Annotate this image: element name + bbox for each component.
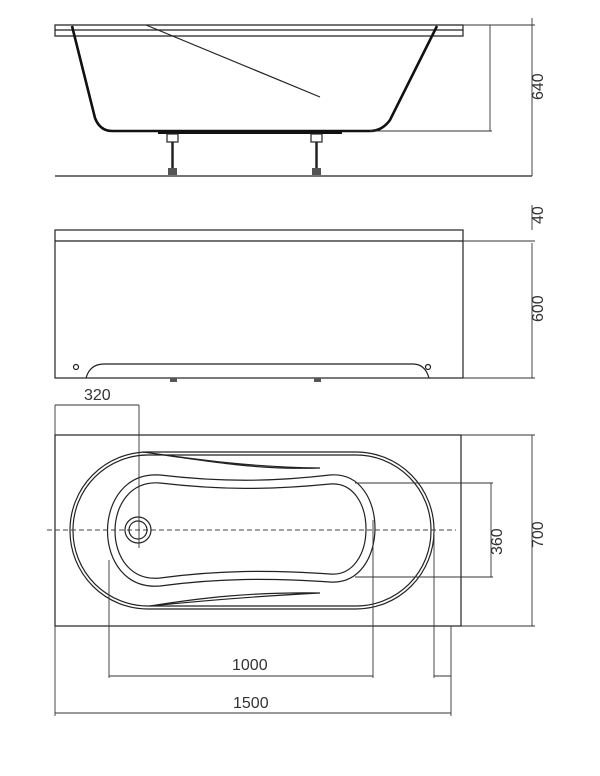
top-view: 320 360 700 1000 1500 — [47, 387, 547, 716]
leg-right — [310, 133, 323, 175]
dim-640: 640 — [530, 73, 547, 100]
dim-320: 320 — [84, 387, 111, 404]
dim-1500: 1500 — [233, 695, 269, 712]
armrest-bottom — [149, 592, 321, 607]
tub-shell — [70, 25, 439, 133]
armrest-top — [142, 451, 321, 469]
screw-hole-left — [72, 363, 80, 371]
drain-icon — [124, 516, 152, 544]
dim-40: 40 — [530, 206, 547, 224]
backrest-line — [145, 24, 321, 98]
panel-cutout — [85, 363, 430, 379]
dim-1000: 1000 — [232, 657, 268, 674]
leg-left — [166, 133, 179, 175]
basin-outer — [107, 474, 376, 587]
side-view: 640 — [54, 18, 547, 177]
front-view: 40 600 — [54, 205, 547, 382]
rim — [54, 24, 464, 37]
dim-700: 700 — [530, 521, 547, 548]
basin-inner — [114, 482, 367, 579]
dim-600: 600 — [530, 295, 547, 322]
dim-360: 360 — [489, 528, 506, 555]
screw-hole-right — [424, 363, 432, 371]
front-panel — [54, 229, 464, 379]
